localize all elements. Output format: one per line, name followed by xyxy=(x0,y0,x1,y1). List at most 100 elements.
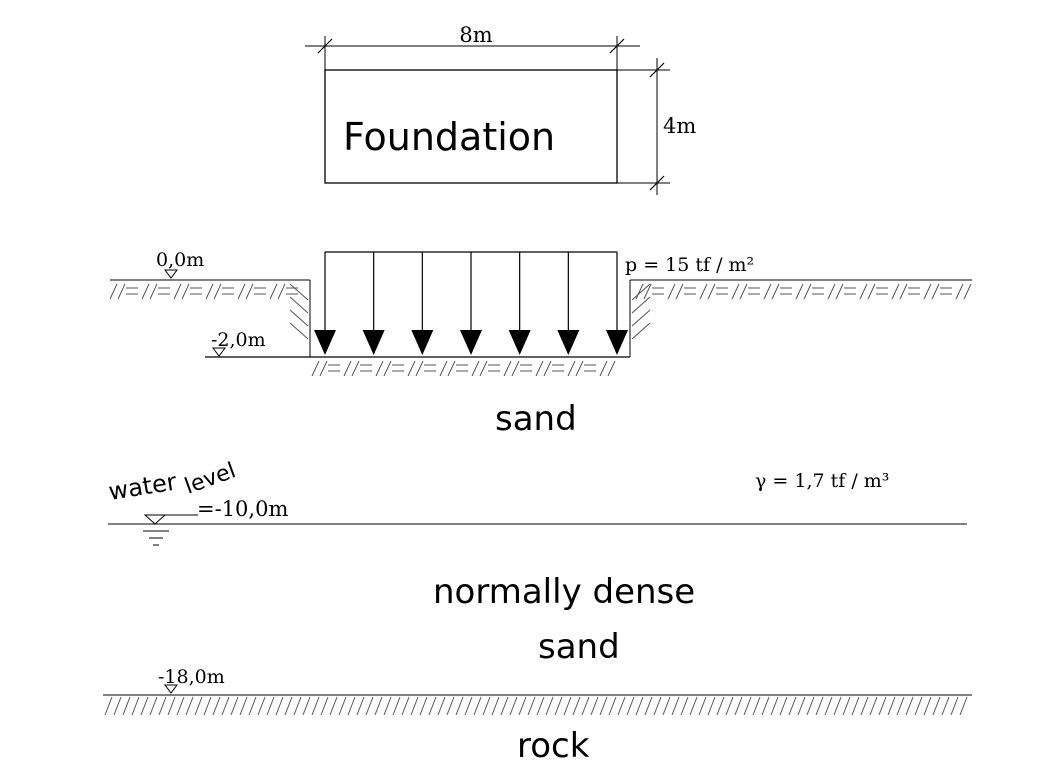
hatch-slash xyxy=(407,360,416,377)
rock-hatch-line xyxy=(131,696,140,716)
hatch-slash xyxy=(707,283,716,300)
hatch-slash xyxy=(245,283,254,300)
foundation-level-label: -2,0m xyxy=(211,329,266,351)
hatch-slash xyxy=(471,360,480,377)
hatch-slash xyxy=(771,283,780,300)
level-label-handwritten: level xyxy=(182,458,240,499)
hatch-slash xyxy=(311,360,320,377)
hatch-slash xyxy=(319,360,328,377)
wall-hatch-line xyxy=(631,283,651,301)
rock-hatch-line xyxy=(635,696,644,716)
distributed-load: p = 15 tf / m² xyxy=(314,251,754,355)
hatch-slash xyxy=(269,283,278,300)
rock-hatch-line xyxy=(212,696,221,716)
rock-hatch-line xyxy=(455,696,464,716)
rock-hatch-line xyxy=(464,696,473,716)
hatch-slash xyxy=(859,283,868,300)
ground-surface xyxy=(109,279,972,377)
rock-hatch-line xyxy=(230,696,239,716)
foundation-label: Foundation xyxy=(343,115,555,159)
rock-hatch-line xyxy=(329,696,338,716)
rock-hatch-line xyxy=(482,696,491,716)
ground-level-label: 0,0m xyxy=(156,249,204,271)
hatch-slash xyxy=(835,283,844,300)
rock-hatch-line xyxy=(392,696,401,716)
water-level-value: =-10,0m xyxy=(197,497,288,521)
rock-hatch-line xyxy=(356,696,365,716)
rock-hatch-line xyxy=(869,696,878,716)
rock-hatch-line xyxy=(158,696,167,716)
hatch-slash xyxy=(955,283,964,300)
rock-hatch-line xyxy=(338,696,347,716)
hatch-slash xyxy=(643,283,652,300)
rock-hatch-line xyxy=(734,696,743,716)
sand-layer-label: sand xyxy=(495,399,577,439)
hatch-slash xyxy=(439,360,448,377)
rock-hatch-line xyxy=(500,696,509,716)
wall-hatch-line xyxy=(289,322,309,340)
rock-hatch-line xyxy=(554,696,563,716)
rock-level-triangle xyxy=(164,684,178,694)
foundation-plan: 8m 4m Foundation xyxy=(305,23,696,195)
rock-hatch-line xyxy=(518,696,527,716)
hatch-slash xyxy=(173,283,182,300)
hatch-slash xyxy=(109,283,118,300)
rock-hatch-line xyxy=(185,696,194,716)
rock-hatch-line xyxy=(590,696,599,716)
rock-layer: -18,0m rock xyxy=(103,666,972,766)
rock-hatch-line xyxy=(176,696,185,716)
rock-hatch-line xyxy=(950,696,959,716)
hatch-slash xyxy=(117,283,126,300)
ground-level-triangle xyxy=(164,269,178,279)
wall-hatch-line xyxy=(631,322,651,340)
rock-hatch-line xyxy=(743,696,752,716)
rock-hatch-line xyxy=(572,696,581,716)
hatch-slash xyxy=(963,283,972,300)
load-arrow-head xyxy=(314,330,336,355)
rock-hatch-line xyxy=(698,696,707,716)
rock-hatch-line xyxy=(311,696,320,716)
load-arrow-head xyxy=(606,330,628,355)
rock-level-label: -18,0m xyxy=(158,666,225,688)
hatch-slash xyxy=(543,360,552,377)
hatch-slash xyxy=(181,283,190,300)
rock-hatch-line xyxy=(275,696,284,716)
rock-hatch-line xyxy=(374,696,383,716)
rock-hatch-line xyxy=(365,696,374,716)
length-tick-bottom xyxy=(649,175,665,191)
rock-hatch-line xyxy=(419,696,428,716)
wall-hatch-line xyxy=(631,296,651,314)
rock-hatch-line xyxy=(545,696,554,716)
rock-hatch-line xyxy=(527,696,536,716)
hatch-slash xyxy=(567,360,576,377)
wall-hatch-line xyxy=(289,296,309,314)
rock-hatch-line xyxy=(941,696,950,716)
rock-hatch-line xyxy=(149,696,158,716)
rock-hatch-line xyxy=(959,696,968,716)
load-arrow-head xyxy=(460,330,482,355)
rock-hatch-line xyxy=(797,696,806,716)
rock-hatch-line xyxy=(302,696,311,716)
hatch-slash xyxy=(731,283,740,300)
dense-sand-label-line2: sand xyxy=(538,627,620,667)
rock-hatch-line xyxy=(221,696,230,716)
hatch-slash xyxy=(277,283,286,300)
hatch-slash xyxy=(351,360,360,377)
hatch-slash xyxy=(141,283,150,300)
width-tick-right xyxy=(609,38,625,54)
hatch-slash xyxy=(923,283,932,300)
hatch-slash xyxy=(511,360,520,377)
hatch-slash xyxy=(635,283,644,300)
ground-hatch-right xyxy=(635,283,972,300)
rock-hatch-line xyxy=(608,696,617,716)
rock-hatch-line xyxy=(824,696,833,716)
hatch-slash xyxy=(763,283,772,300)
rock-hatch-line xyxy=(878,696,887,716)
foundation-plan-rect xyxy=(324,69,618,184)
rock-hatch-line xyxy=(851,696,860,716)
load-arrow-head xyxy=(508,330,531,355)
hatch-slash xyxy=(899,283,908,300)
rock-hatch-line xyxy=(140,696,149,716)
rock-hatch-line xyxy=(248,696,257,716)
